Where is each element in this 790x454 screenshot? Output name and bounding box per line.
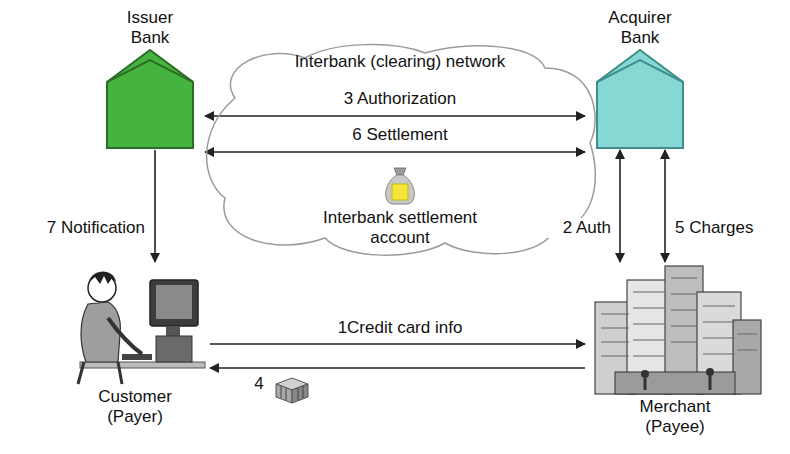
edge-label: 5 Charges (672, 218, 784, 238)
customer-at-computer (60, 262, 210, 387)
edge-label: 2 Auth (536, 218, 614, 238)
arrow-connector (210, 343, 585, 345)
node-label: Merchant (Payee) (625, 397, 725, 437)
edge-label: 4 (248, 374, 270, 394)
arrow-connector (205, 115, 585, 117)
bank-node: Acquirer Bank (585, 8, 695, 150)
arrow-connector (619, 150, 621, 262)
bank-house (95, 48, 205, 150)
money-bag-icon (380, 164, 420, 206)
arrow-connector (664, 150, 666, 262)
package-icon (272, 376, 312, 404)
merchant-node: Merchant (Payee) (585, 262, 765, 437)
node-label: Interbank (clearing) network (250, 52, 550, 72)
node-label: Customer (Payer) (85, 387, 185, 427)
merchant-buildings (585, 262, 765, 397)
bank-house (585, 48, 695, 150)
edge-label: 1Credit card info (300, 318, 500, 338)
arrow-connector (205, 151, 585, 153)
edge-label: 6 Settlement (320, 125, 480, 145)
node-label: Issuer Bank (108, 8, 192, 48)
arrow-connector (210, 367, 585, 369)
node-label: Acquirer Bank (598, 8, 682, 48)
edge-label: 3 Authorization (320, 89, 480, 109)
bank-node: Issuer Bank (95, 8, 205, 150)
arrow-connector (154, 150, 156, 262)
customer-node: Customer (Payer) (60, 262, 210, 427)
account-label: Interbank settlement account (300, 208, 500, 248)
edge-label: 7 Notification (5, 218, 148, 238)
